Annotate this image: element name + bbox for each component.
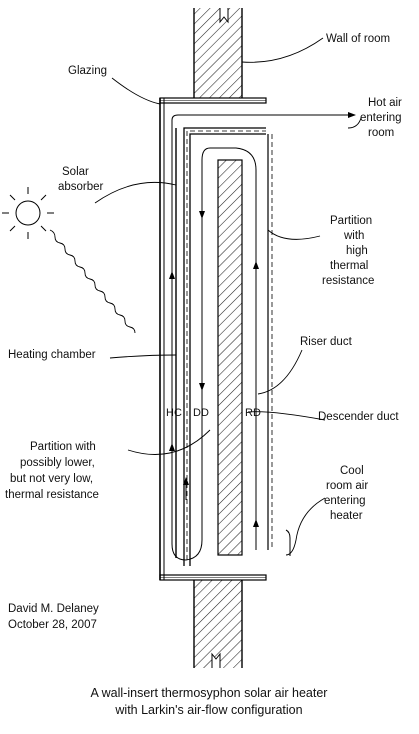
svg-text:possibly lower,: possibly lower,: [20, 457, 95, 469]
label-author: David M. Delaney October 28, 2007: [8, 603, 99, 631]
svg-text:room: room: [368, 127, 394, 139]
svg-text:but not very low,: but not very low,: [10, 473, 93, 485]
svg-text:with: with: [343, 230, 364, 242]
airflow-path: [169, 112, 356, 561]
svg-text:Solar: Solar: [62, 166, 89, 178]
svg-text:Descender duct: Descender duct: [318, 411, 399, 423]
svg-text:A wall-insert thermosyphon sol: A wall-insert thermosyphon solar air hea…: [91, 686, 328, 700]
top-flange: [159, 97, 267, 104]
bottom-flange: [159, 574, 267, 581]
figure-caption: A wall-insert thermosyphon solar air hea…: [91, 686, 328, 717]
svg-text:high: high: [346, 245, 368, 257]
svg-text:heater: heater: [330, 510, 363, 522]
label-partition-low: Partition with possibly lower, but not v…: [5, 441, 99, 501]
wall-section-top: [193, 8, 243, 98]
svg-text:room air: room air: [326, 480, 368, 492]
svg-text:thermal resistance: thermal resistance: [5, 489, 99, 501]
sun-icon: [2, 187, 54, 239]
svg-text:thermal: thermal: [330, 260, 368, 272]
label-glazing: Glazing: [68, 65, 107, 77]
leader-lines: [94, 37, 362, 556]
riser-partition: [267, 134, 273, 550]
svg-text:with Larkin's air-flow configu: with Larkin's air-flow configuration: [114, 703, 302, 717]
solar-radiation: [49, 229, 136, 334]
label-solar-absorber: Solar absorber: [58, 166, 104, 193]
svg-text:David M. Delaney: David M. Delaney: [8, 603, 99, 615]
svg-text:Riser duct: Riser duct: [300, 336, 353, 348]
label-wall-of-room: Wall of room: [326, 33, 390, 45]
svg-text:Wall of room: Wall of room: [326, 33, 390, 45]
svg-text:resistance: resistance: [322, 275, 374, 287]
code-hc: HC: [166, 407, 182, 419]
label-cool-air: Cool room air entering heater: [324, 465, 368, 522]
label-hot-air: Hot air entering room: [360, 97, 402, 139]
svg-text:Heating chamber: Heating chamber: [8, 349, 96, 361]
svg-text:absorber: absorber: [58, 181, 104, 193]
svg-text:Cool: Cool: [340, 465, 364, 477]
outer-partition-high: [183, 127, 266, 566]
label-descender-duct: Descender duct: [318, 411, 399, 423]
svg-text:Partition with: Partition with: [30, 441, 96, 453]
code-dd: DD: [193, 407, 209, 419]
svg-text:Hot air: Hot air: [368, 97, 402, 109]
label-riser-duct: Riser duct: [300, 336, 353, 348]
svg-text:October 28, 2007: October 28, 2007: [8, 619, 97, 631]
svg-text:Glazing: Glazing: [68, 65, 107, 77]
svg-text:entering: entering: [324, 495, 366, 507]
inner-partition-low: [217, 159, 243, 556]
code-rd: RD: [245, 407, 261, 419]
label-partition-high: Partition with high thermal resistance: [322, 215, 374, 287]
wall-section-bottom: [193, 580, 243, 668]
label-heating-chamber: Heating chamber: [8, 349, 96, 361]
svg-text:Partition: Partition: [330, 215, 372, 227]
svg-text:entering: entering: [360, 112, 402, 124]
